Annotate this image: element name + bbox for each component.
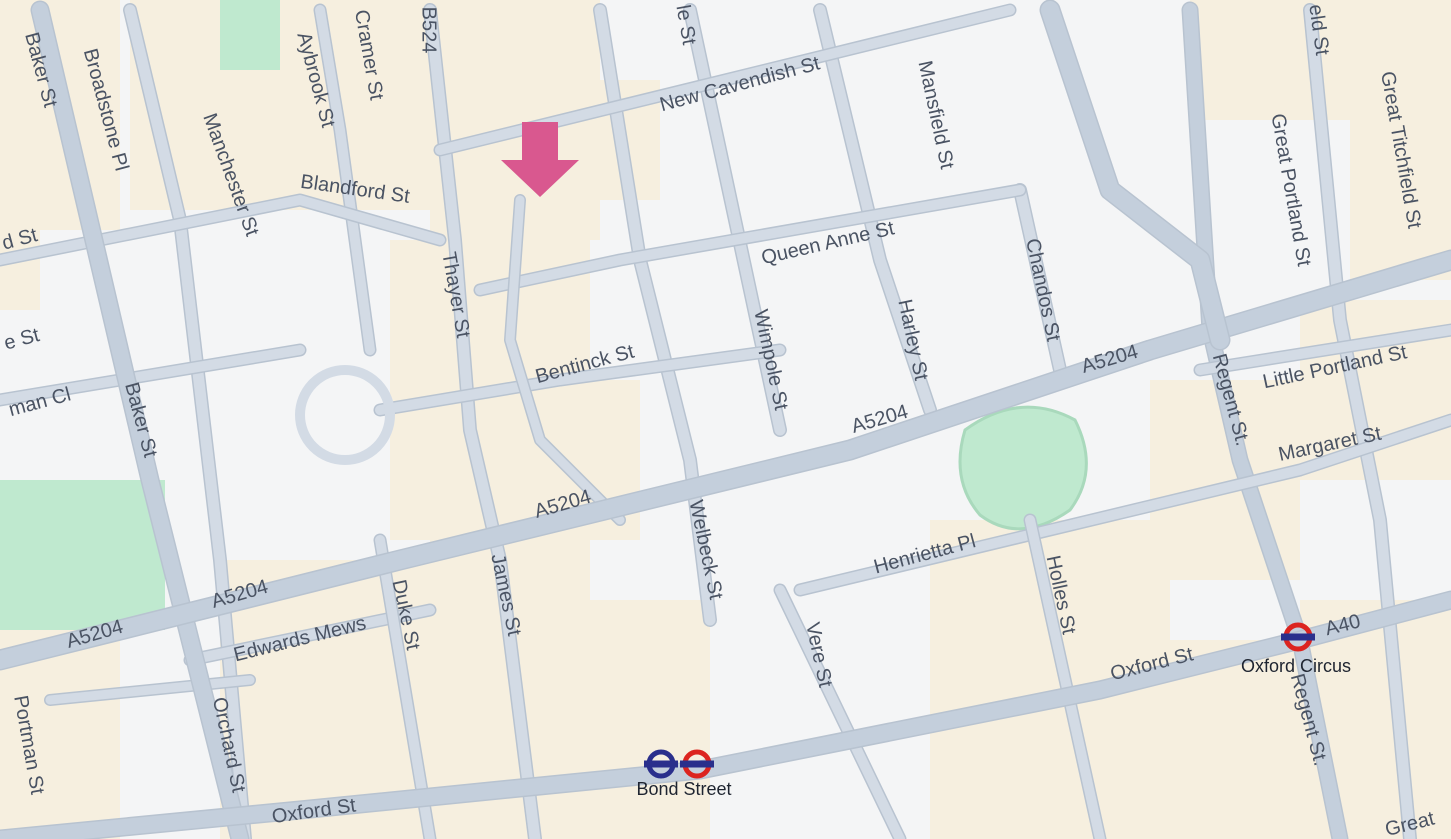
road-circle bbox=[295, 365, 395, 465]
underground-roundel-icon bbox=[680, 749, 714, 779]
road-portland-place bbox=[1041, 1, 1229, 349]
down-arrow-icon bbox=[501, 122, 579, 197]
road-vere bbox=[775, 585, 905, 839]
building-block bbox=[590, 600, 710, 839]
building-block bbox=[0, 230, 40, 310]
road-manchester bbox=[124, 4, 251, 839]
road-harley bbox=[814, 4, 936, 416]
stations: Bond Street Oxford Circus bbox=[636, 622, 1351, 799]
road-baker bbox=[32, 2, 248, 839]
station-label[interactable]: Bond Street bbox=[636, 779, 731, 799]
road-henrietta bbox=[795, 415, 1451, 595]
road-bentinck bbox=[375, 345, 785, 415]
park-area bbox=[0, 480, 165, 630]
building-block bbox=[1350, 120, 1451, 280]
road-chandos bbox=[1014, 184, 1066, 376]
parks bbox=[0, 0, 1088, 630]
road-regent bbox=[1183, 3, 1347, 839]
road-marylebone-lane bbox=[505, 195, 625, 525]
park-area bbox=[220, 0, 280, 70]
road-side bbox=[45, 675, 255, 705]
road-oxford bbox=[0, 592, 1451, 839]
road-cl bbox=[0, 345, 305, 405]
cavendish-square-park bbox=[958, 405, 1088, 531]
road-thayer bbox=[424, 4, 541, 839]
road-a5204 bbox=[0, 251, 1451, 669]
underground-roundel-icon bbox=[644, 749, 678, 779]
road-holles bbox=[1025, 515, 1105, 839]
station-label[interactable]: Oxford Circus bbox=[1241, 656, 1351, 676]
down-arrow-icon[interactable] bbox=[501, 122, 579, 197]
road-great-portland bbox=[1304, 4, 1416, 839]
underground-roundel-icon bbox=[1281, 622, 1315, 652]
street-label: B524 bbox=[418, 7, 440, 54]
road-little-portland bbox=[1195, 325, 1451, 375]
road-aybrook bbox=[315, 5, 375, 355]
road-queen-anne bbox=[475, 185, 1025, 295]
